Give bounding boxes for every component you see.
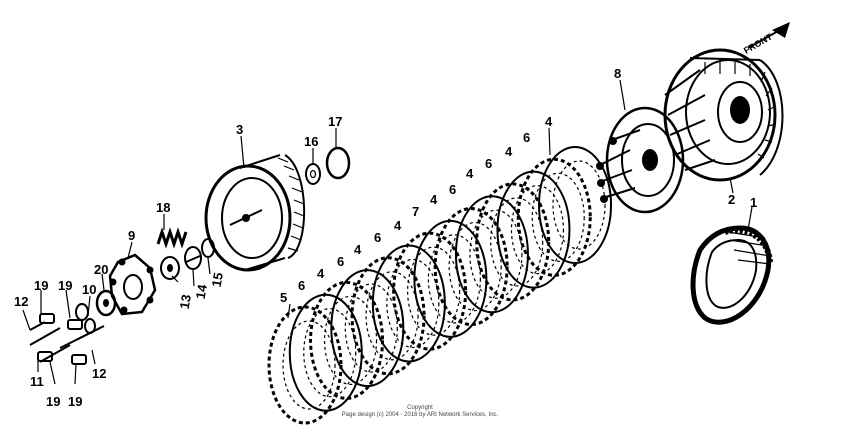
label-6c: 6 (449, 182, 456, 197)
part-17-snap-ring (325, 146, 351, 180)
label-19c: 19 (46, 394, 60, 409)
part-1-drive-chain (690, 225, 773, 325)
label-12b: 12 (92, 366, 106, 381)
clutch-plate-inner (469, 209, 523, 299)
label-16: 16 (304, 134, 318, 149)
clutch-plate (496, 170, 571, 289)
part-13-bearing (160, 256, 180, 280)
clutch-plate (433, 207, 509, 327)
clutch-plate-inner (303, 308, 357, 398)
label-6d: 6 (374, 230, 381, 245)
label-19b: 19 (58, 278, 72, 293)
part-15-washer (201, 238, 215, 258)
part-14-lifter (184, 246, 202, 270)
part-2-clutch-basket (663, 48, 784, 182)
clutch-plate-inner (365, 271, 419, 361)
label-2: 2 (728, 192, 735, 207)
label-4c: 4 (466, 166, 474, 181)
label-19d: 19 (68, 394, 82, 409)
label-12a: 12 (14, 294, 28, 309)
label-10: 10 (82, 282, 96, 297)
clutch-plate-stack (267, 146, 612, 425)
clutch-plate-inner (490, 197, 544, 287)
label-1: 1 (750, 195, 757, 210)
label-8: 8 (614, 66, 621, 81)
part-18-spring (156, 227, 188, 249)
clutch-plate-inner (552, 160, 606, 250)
label-13: 13 (177, 293, 194, 310)
part-8-clutch-hub (596, 106, 685, 214)
label-20: 20 (94, 262, 108, 277)
clutch-plate-inner (407, 246, 461, 336)
label-3: 3 (236, 122, 243, 137)
clutch-plate-inner (448, 221, 502, 312)
clutch-plate (454, 195, 529, 314)
label-4g: 4 (317, 266, 325, 281)
clutch-plate-inner (344, 283, 398, 373)
part-16-washer (305, 163, 321, 185)
clutch-plate (288, 293, 363, 412)
leader-lines (22, 79, 753, 385)
clutch-plate-inner (427, 234, 481, 324)
clutch-plate (516, 157, 592, 277)
clutch-plate (267, 305, 343, 425)
label-9: 9 (128, 228, 135, 243)
label-7: 7 (412, 204, 419, 219)
copyright-line-1: Copyright (407, 405, 433, 411)
bolts-and-collars (29, 303, 105, 365)
clutch-plate (413, 219, 488, 338)
label-4e: 4 (394, 218, 402, 233)
label-6f: 6 (298, 278, 305, 293)
label-4f: 4 (354, 242, 362, 257)
copyright-notice: Copyright Page design (c) 2004 - 2016 by… (300, 405, 540, 419)
label-5: 5 (280, 290, 287, 305)
label-18: 18 (156, 200, 170, 215)
clutch-plate (475, 182, 551, 302)
part-9-lifter-plate (108, 253, 157, 316)
clutch-plate-inner (510, 185, 565, 275)
clutch-plate-inner (323, 295, 378, 385)
label-4a: 4 (545, 114, 553, 129)
clutch-plate-inner (386, 258, 440, 349)
part-labels: 1 2 3 4 4 4 4 4 4 4 5 6 6 6 6 6 6 6 7 8 … (14, 66, 757, 409)
label-14: 14 (193, 283, 210, 301)
label-4d: 4 (430, 192, 438, 207)
clutch-plate-inner (531, 172, 585, 262)
clutch-plate (309, 280, 385, 400)
label-11: 11 (30, 374, 44, 389)
clutch-plate (350, 256, 426, 376)
clutch-plate (392, 231, 468, 351)
front-direction-marker: FRONT (742, 22, 790, 56)
front-marker-text: FRONT (742, 31, 774, 55)
label-17: 17 (328, 114, 342, 129)
part-20-bearing (95, 289, 117, 317)
clutch-plate (330, 269, 405, 388)
part-3-pressure-plate (204, 154, 306, 272)
label-6b: 6 (485, 156, 492, 171)
label-15: 15 (209, 271, 226, 288)
label-6e: 6 (337, 254, 344, 269)
label-4b: 4 (505, 144, 513, 159)
label-19a: 19 (34, 278, 48, 293)
clutch-plate (371, 244, 446, 363)
copyright-line-2: Page design (c) 2004 - 2016 by ARI Netwo… (341, 412, 499, 418)
label-6a: 6 (523, 130, 530, 145)
clutch-plate (538, 146, 612, 264)
clutch-plate-inner (282, 320, 336, 410)
